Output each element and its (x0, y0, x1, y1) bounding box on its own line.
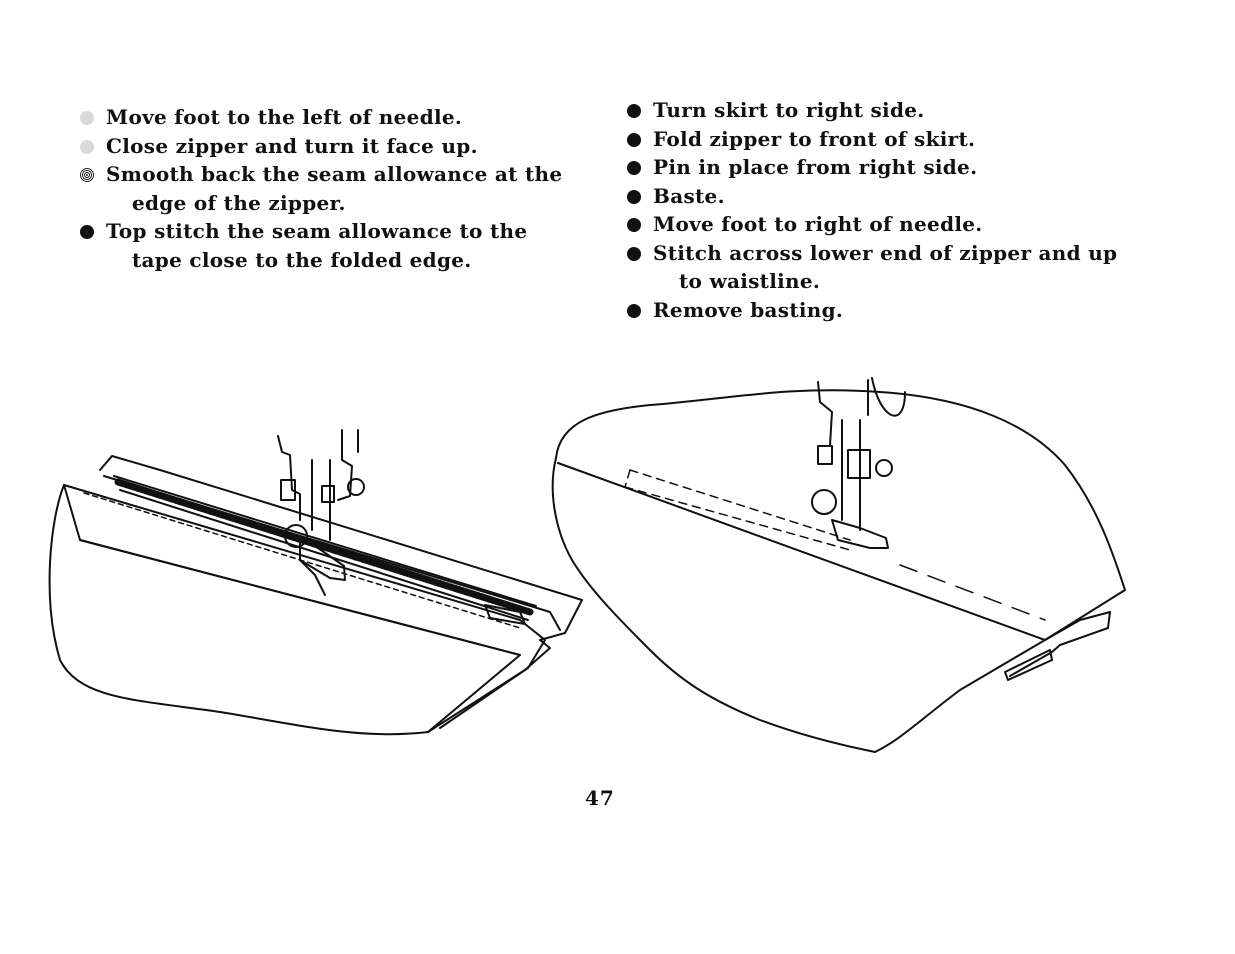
step-item: Fold zipper to front of skirt. (625, 125, 1125, 154)
step-text: Baste. (653, 183, 725, 208)
step-item: Close zipper and turn it face up. (78, 132, 568, 161)
needle-bar (871, 377, 906, 417)
needle-bar (817, 381, 833, 446)
fabric-outline (551, 389, 1126, 753)
thumb-screw (875, 459, 893, 477)
zipper-tape (1004, 649, 1053, 681)
foot-clamp (321, 485, 335, 503)
step-text: Move foot to right of needle. (653, 212, 983, 236)
step-text: Fold zipper to front of skirt. (653, 126, 976, 151)
bullet-icon (627, 246, 641, 261)
bullet-icon (627, 104, 641, 118)
step-text: Smooth back the seam allowance at the (106, 162, 563, 186)
presser-foot (831, 519, 889, 549)
zipper-teeth (114, 478, 534, 616)
page-number: 47 (585, 786, 615, 810)
zipper-tape (103, 475, 561, 631)
step-text: Top stitch the seam allowance to the (106, 219, 528, 243)
step-item: Pin in place from right side. (625, 153, 1125, 182)
bullet-icon (627, 218, 641, 232)
needle-bar (277, 435, 301, 521)
presser-foot (299, 559, 326, 596)
bullet-icon (80, 111, 94, 125)
presser-foot (299, 539, 346, 581)
foot-clamp (817, 445, 833, 465)
left-step-list: Move foot to the left of needle. Close z… (78, 103, 568, 274)
step-text: Remove basting. (653, 297, 844, 322)
bullet-icon (627, 303, 641, 318)
step-text: Stitch across lower end of zipper and up (653, 240, 1118, 265)
step-item: Turn skirt to right side. (625, 96, 1125, 125)
step-item: Top stitch the seam allowance to the tape… (78, 217, 568, 274)
bullet-icon (627, 189, 641, 204)
step-item: Move foot to the left of needle. (78, 103, 568, 132)
stitch-line (83, 492, 521, 629)
fabric-fold (63, 484, 546, 733)
needle-bar (337, 429, 353, 501)
bullet-icon (80, 225, 94, 239)
fabric-fold (1009, 611, 1111, 677)
step-text: Move foot to the left of needle. (106, 105, 463, 129)
stitch-line (899, 564, 1046, 621)
step-item: Remove basting. (625, 296, 1125, 325)
right-skirt-illustration (551, 377, 1126, 753)
bullet-icon (80, 168, 94, 182)
bullet-icon (80, 139, 94, 154)
right-instructions: Turn skirt to right side. Fold zipper to… (625, 96, 1125, 324)
step-item: Stitch across lower end of zipper and up… (625, 239, 1125, 296)
fabric-fold (557, 462, 1046, 641)
basting-line (629, 469, 851, 541)
left-instructions: Move foot to the left of needle. Close z… (78, 103, 568, 274)
fabric-fold (79, 539, 521, 656)
basting-line (624, 486, 851, 551)
step-text: Turn skirt to right side. (653, 98, 925, 122)
basting-line (624, 469, 631, 488)
zipper-slider (484, 604, 526, 625)
zipper-teeth (119, 489, 529, 621)
step-continuation: to waistline. (679, 269, 821, 293)
foot-clamp (847, 449, 871, 479)
zipper-teeth (113, 475, 537, 607)
zipper-tape (439, 639, 551, 729)
step-text: Pin in place from right side. (653, 155, 978, 179)
step-text: Close zipper and turn it face up. (106, 133, 478, 158)
zipper-tape (99, 455, 583, 641)
thumb-screw (284, 524, 308, 548)
thumb-screw (347, 478, 365, 496)
right-step-list: Turn skirt to right side. Fold zipper to… (625, 96, 1125, 324)
step-item: Move foot to right of needle. (625, 210, 1125, 239)
left-zipper-illustration (48, 429, 583, 736)
bullet-icon (627, 161, 641, 175)
step-continuation: edge of the zipper. (132, 190, 346, 215)
step-item: Baste. (625, 182, 1125, 211)
fabric-outline (48, 484, 521, 736)
thumb-screw (811, 489, 837, 515)
bullet-icon (627, 132, 641, 147)
step-continuation: tape close to the folded edge. (132, 247, 472, 272)
foot-clamp (280, 479, 296, 501)
step-item: Smooth back the seam allowance at the edg… (78, 160, 568, 217)
